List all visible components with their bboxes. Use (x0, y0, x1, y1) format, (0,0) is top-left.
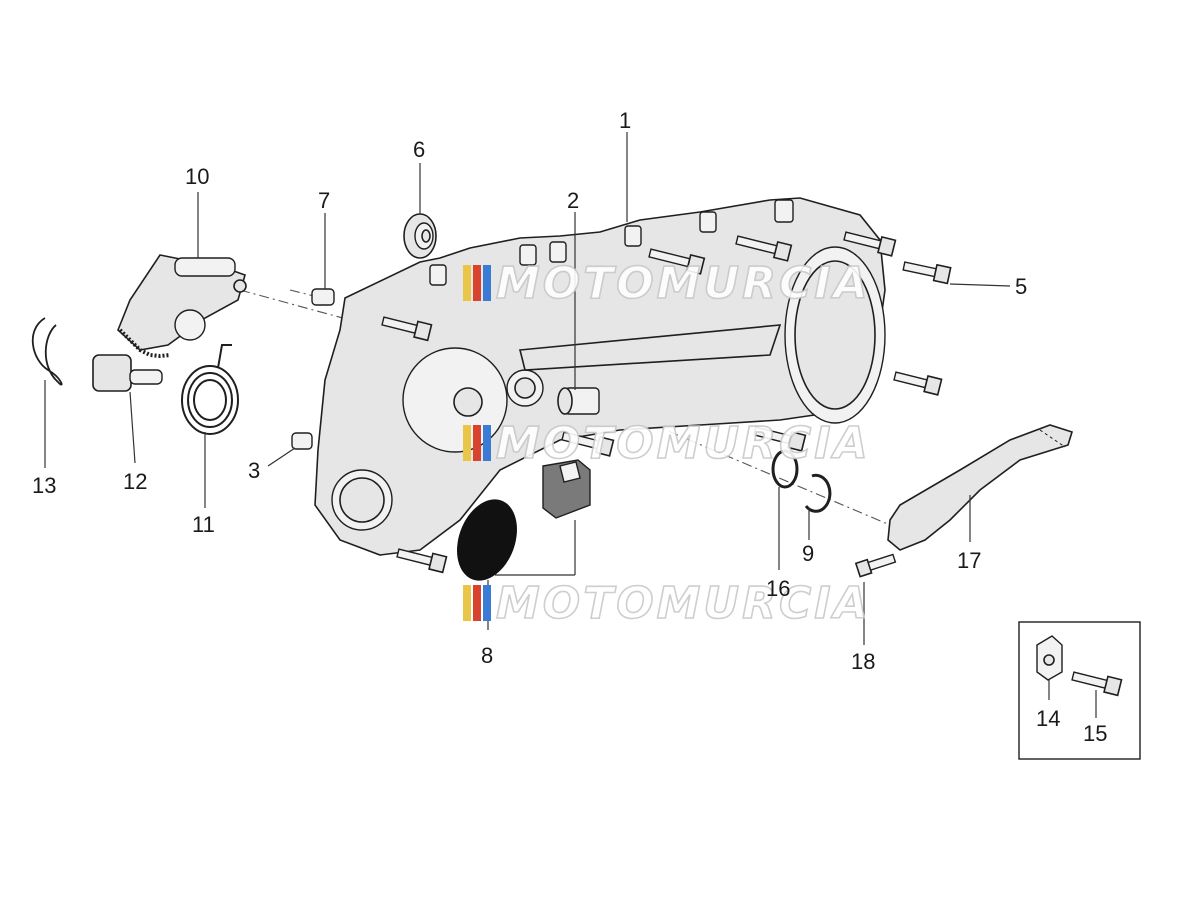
callout-13: 13 (32, 473, 56, 498)
rubber-bush (542, 459, 591, 519)
kickstart-lever-part-17 (887, 424, 1073, 551)
transmission-cover (314, 197, 886, 556)
callout-7: 7 (318, 188, 330, 213)
clip-part-13 (31, 317, 63, 386)
callout-2: 2 (567, 188, 579, 213)
callout-17: 17 (957, 548, 981, 573)
callout-1: 1 (619, 108, 631, 133)
watermarks: MOTOMURCIA MOTOMURCIA MOTOMURCIA (463, 257, 871, 630)
callout-10: 10 (185, 164, 209, 189)
callout-14: 14 (1036, 706, 1060, 731)
callout-6: 6 (413, 137, 425, 162)
watermark-stripe-red (473, 425, 481, 461)
callout-12: 12 (123, 469, 147, 494)
watermark-1: MOTOMURCIA (463, 257, 871, 310)
callout-9: 9 (802, 541, 814, 566)
callout-18: 18 (851, 649, 875, 674)
watermark-stripe-red (473, 585, 481, 621)
callout-16: 16 (766, 576, 790, 601)
dowel-sleeve-part-2 (557, 387, 600, 415)
watermark-text: MOTOMURCIA (496, 578, 871, 629)
watermark-stripe-blue (483, 265, 491, 301)
watermark-stripe-yellow (463, 265, 471, 301)
watermark-stripe-red (473, 265, 481, 301)
callout-3: 3 (248, 458, 260, 483)
leader-lines (44, 132, 1097, 718)
watermark-stripe-yellow (463, 585, 471, 621)
seal-part-8 (457, 499, 517, 581)
bracket-part-14 (1036, 635, 1063, 681)
washer-part-16 (771, 449, 799, 489)
callout-11: 11 (192, 512, 215, 537)
pin-part-3 (291, 432, 313, 450)
callout-15: 15 (1083, 721, 1107, 746)
callout-5: 5 (1015, 274, 1027, 299)
watermark-stripe-blue (483, 425, 491, 461)
watermark-stripe-blue (483, 585, 491, 621)
bolt-part-5 (902, 261, 952, 285)
watermark-2: MOTOMURCIA (463, 417, 871, 470)
watermark-text: MOTOMURCIA (496, 418, 871, 469)
pin-part-7 (311, 288, 335, 306)
bolt-part-15 (1071, 671, 1123, 697)
bolt-part-18 (854, 553, 897, 578)
cover-bolts (381, 231, 943, 574)
bearing-part-6 (403, 213, 437, 259)
watermark-stripe-yellow (463, 425, 471, 461)
kickstart-sector-part-10 (117, 254, 247, 359)
watermark-3: MOTOMURCIA (463, 577, 871, 630)
callout-labels: 1 2 3 5 6 7 8 9 10 11 12 13 14 15 16 17 … (32, 108, 1107, 746)
pinion-part-12 (92, 354, 163, 392)
watermark-text: MOTOMURCIA (496, 258, 871, 309)
inset-box (1018, 621, 1141, 760)
circlip-part-9 (804, 473, 832, 513)
callout-8: 8 (481, 643, 493, 668)
spring-part-11 (181, 344, 239, 435)
